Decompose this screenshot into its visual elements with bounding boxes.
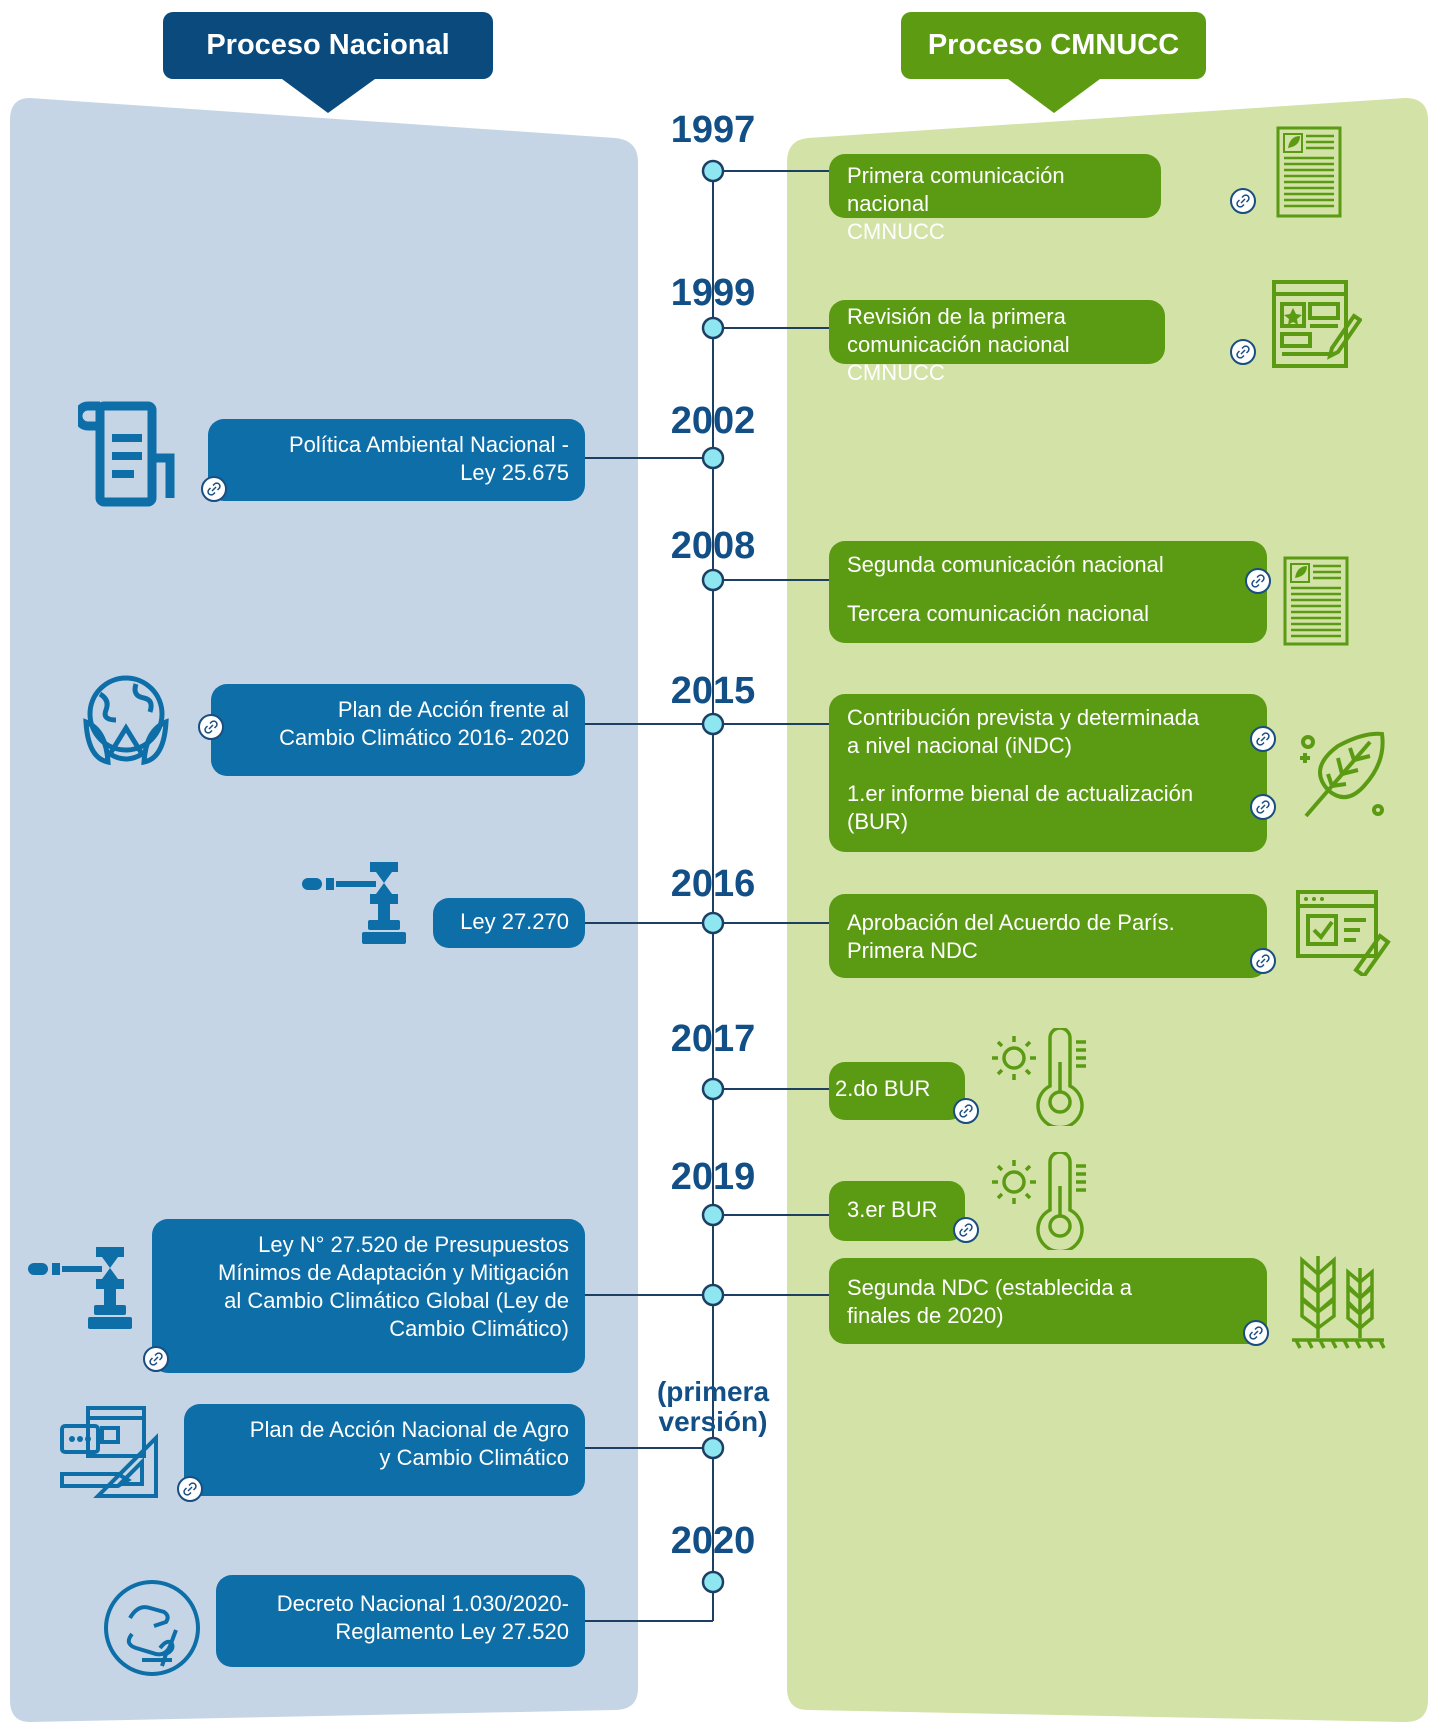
gavel-icon	[28, 1247, 132, 1329]
item-line: 3.er BUR	[847, 1197, 938, 1222]
item-line: al Cambio Climático Global (Ley de	[224, 1288, 569, 1313]
node-2019	[701, 1203, 725, 1227]
unfccc-item-primera-comunicacion: Primera comunicación nacional CMNUCC	[829, 154, 1161, 244]
webpage-edit-icon	[1272, 280, 1362, 368]
planning-tools-icon	[60, 1406, 158, 1498]
item-line: Segunda comunicación nacional	[847, 552, 1164, 577]
item-line: CMNUCC	[847, 219, 945, 244]
unfccc-item-revision: Revisión de la primera comunicación naci…	[829, 300, 1165, 385]
timeline-nodes	[701, 159, 725, 1594]
item-line: Cambio Climático 2016- 2020	[279, 725, 569, 750]
link-icon[interactable]	[143, 1346, 169, 1372]
item-line: Ley N° 27.520 de Presupuestos	[258, 1232, 569, 1257]
item-line: Ley 25.675	[460, 460, 569, 485]
year-1997: 1997	[670, 109, 756, 151]
link-icon[interactable]	[953, 1098, 979, 1124]
item-line: Plan de Acción frente al	[337, 697, 569, 722]
year-2002: 2002	[670, 400, 756, 442]
link-icon[interactable]	[953, 1217, 979, 1243]
item-line: Mínimos de Adaptación y Mitigación	[218, 1260, 569, 1285]
year-2020: 2020	[670, 1520, 756, 1562]
unfccc-item-acuerdo-paris: Aprobación del Acuerdo de París. Primera…	[829, 894, 1267, 978]
node-2019b	[701, 1283, 725, 1307]
link-icon[interactable]	[201, 476, 227, 502]
node-2002	[701, 446, 725, 470]
item-line: Segunda NDC (establecida a	[847, 1275, 1132, 1300]
unfccc-item-3er-bur: 3.er BUR	[829, 1181, 965, 1241]
item-line: Tercera comunicación nacional	[847, 601, 1150, 626]
item-line: Primera NDC	[847, 938, 978, 963]
checklist-edit-icon	[1296, 890, 1391, 976]
link-icon[interactable]	[177, 1476, 203, 1502]
national-item-ley-27520: Ley N° 27.520 de Presupuestos Mínimos de…	[152, 1219, 585, 1373]
unfccc-header-arrow	[1008, 79, 1100, 113]
report-document-icon	[1283, 556, 1349, 646]
link-icon[interactable]	[198, 714, 224, 740]
item-line: comunicación nacional CMNUCC	[847, 332, 1070, 385]
national-item-plan-accion: Plan de Acción frente al Cambio Climátic…	[211, 684, 585, 776]
national-item-plan-agro: Plan de Acción Nacional de Agro y Cambio…	[184, 1404, 585, 1496]
link-icon[interactable]	[1230, 339, 1256, 365]
year-2008: 2008	[670, 525, 756, 567]
national-process-header: Proceso Nacional	[163, 12, 493, 79]
link-icon[interactable]	[1230, 188, 1256, 214]
link-icon[interactable]	[1250, 948, 1276, 974]
gavel-icon	[302, 862, 406, 944]
item-line: (BUR)	[847, 809, 909, 834]
item-line: Primera comunicación nacional	[847, 163, 1065, 216]
year-2017: 2017	[670, 1018, 756, 1060]
node-2016	[701, 911, 725, 935]
link-icon[interactable]	[1245, 568, 1271, 594]
item-line: Contribución prevista y determinada	[847, 705, 1200, 730]
item-line: Política Ambiental Nacional -	[288, 432, 569, 457]
item-line: Cambio Climático)	[389, 1316, 569, 1341]
unfccc-item-indc-bur: Contribución prevista y determinada a ni…	[829, 694, 1267, 852]
link-icon[interactable]	[1243, 1320, 1269, 1346]
item-line: a nivel nacional (iNDC)	[847, 733, 1072, 758]
national-header-arrow	[282, 79, 375, 113]
node-2015	[701, 712, 725, 736]
timeline-spine	[580, 170, 835, 1622]
unfccc-process-header: Proceso CMNUCC	[901, 12, 1206, 79]
report-document-icon	[1276, 126, 1342, 218]
link-icon[interactable]	[1250, 726, 1276, 752]
item-line: 1.er informe bienal de actualización	[847, 781, 1194, 806]
year-1999: 1999	[670, 272, 756, 314]
signing-hand-icon	[104, 1580, 200, 1676]
sun-thermometer-icon	[992, 1028, 1086, 1126]
link-icon[interactable]	[1250, 794, 1276, 820]
item-line: finales de 2020)	[847, 1303, 1004, 1328]
globe-leaves-icon	[83, 675, 169, 766]
item-line: Plan de Acción Nacional de Agro	[249, 1417, 569, 1442]
node-2020	[701, 1570, 725, 1594]
item-line: Ley 27.270	[460, 909, 569, 934]
leaf-icon	[1300, 731, 1385, 818]
national-item-decreto: Decreto Nacional 1.030/2020- Reglamento …	[216, 1575, 585, 1667]
item-line: Decreto Nacional 1.030/2020-	[276, 1591, 569, 1616]
year-2016: 2016	[670, 863, 756, 905]
year-2019: 2019	[670, 1156, 756, 1198]
unfccc-item-segunda-ndc: Segunda NDC (establecida a finales de 20…	[829, 1258, 1267, 1344]
item-line: y Cambio Climático	[379, 1445, 570, 1470]
scroll-document-icon	[78, 401, 175, 507]
node-2017	[701, 1077, 725, 1101]
node-1999	[701, 316, 725, 340]
item-line: 2.do BUR	[835, 1076, 931, 1101]
unfccc-item-2do-bur: 2.do BUR	[829, 1062, 965, 1120]
year-2015: 2015	[670, 670, 756, 712]
item-line: Revisión de la primera	[847, 304, 1066, 329]
sun-thermometer-icon	[992, 1152, 1086, 1250]
unfccc-item-segunda-tercera: Segunda comunicación nacional Tercera co…	[829, 541, 1267, 643]
wheat-icon	[1292, 1256, 1386, 1349]
year-primera-version: (primera versión)	[656, 1376, 770, 1437]
national-item-ley-27270: Ley 27.270	[433, 898, 585, 948]
item-line: Aprobación del Acuerdo de París.	[847, 910, 1175, 935]
node-primera	[701, 1436, 725, 1460]
item-line: Reglamento Ley 27.520	[335, 1619, 569, 1644]
national-item-politica-ambiental: Política Ambiental Nacional - Ley 25.675	[208, 419, 585, 501]
node-1997	[701, 159, 725, 183]
node-2008	[701, 568, 725, 592]
